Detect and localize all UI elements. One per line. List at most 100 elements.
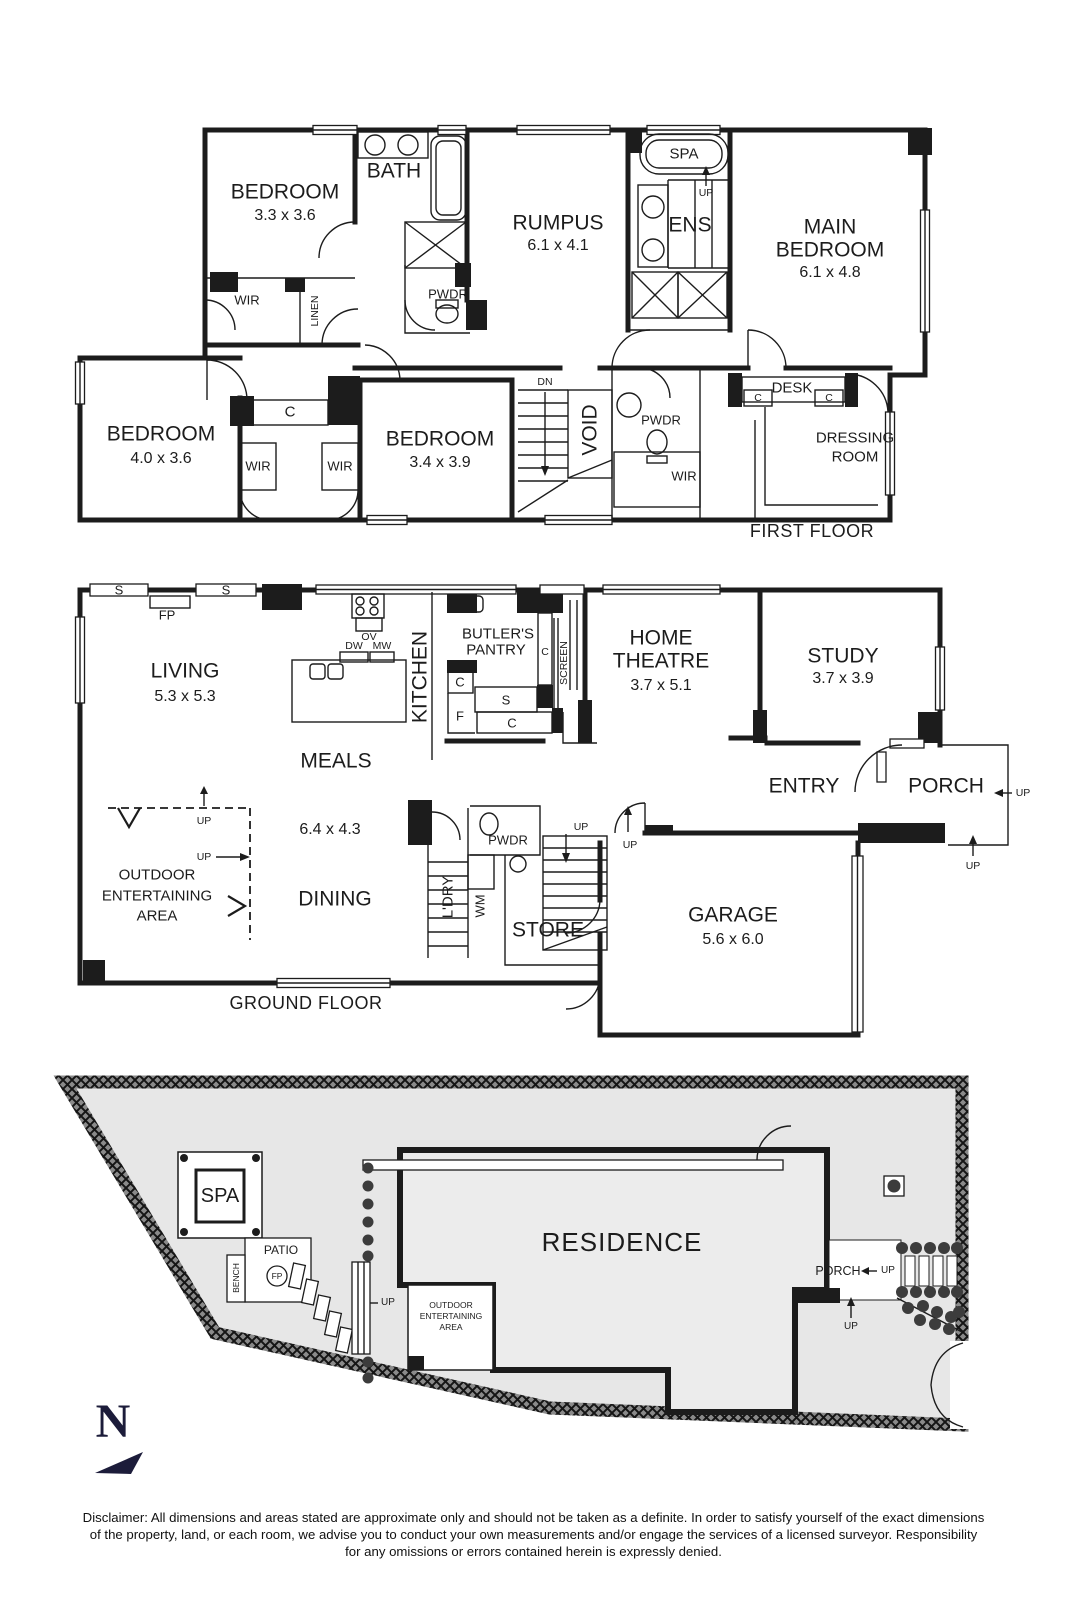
stairs-first-floor xyxy=(517,389,613,513)
gf-s2-label: S xyxy=(221,582,231,598)
gf-kitchen-label: KITCHEN xyxy=(408,630,432,724)
site-spa-label: SPA xyxy=(200,1185,240,1207)
site-bench-label: BENCH xyxy=(230,1263,241,1293)
ensuite-fixtures xyxy=(611,133,730,369)
gf-dw-label: DW xyxy=(345,639,363,652)
ff-main-bedroom-line2: BEDROOM xyxy=(775,238,885,262)
gf-living-label: LIVING xyxy=(150,659,220,683)
porch-outline xyxy=(940,744,1009,846)
site-outdoor-line2: ENTERTAINING xyxy=(419,1310,483,1321)
site-outdoor-area xyxy=(407,1284,494,1371)
gf-butlers-line1: BUTLER'S xyxy=(461,625,535,643)
ff-main-bedroom-line1: MAIN xyxy=(803,215,857,239)
window xyxy=(74,583,946,1033)
ff-wir-a-label: WIR xyxy=(234,292,260,308)
ff-linen-label: LINEN xyxy=(308,295,321,327)
ff-rumpus-dim: 6.1 x 4.1 xyxy=(527,237,589,254)
gf-wm-label: WM xyxy=(472,894,488,918)
north-arrow xyxy=(95,1452,143,1474)
ff-dressing-line1: DRESSING xyxy=(815,429,895,447)
gf-pantry-s-label: S xyxy=(501,692,511,708)
site-residence-label: RESIDENCE xyxy=(541,1227,703,1257)
gf-living-dim: 5.3 x 5.3 xyxy=(154,688,216,705)
gf-butlers-line2: PANTRY xyxy=(466,641,526,659)
site-porch-label: PORCH xyxy=(815,1263,861,1278)
ff-wir-c-label: WIR xyxy=(327,458,353,474)
walkway xyxy=(351,1261,378,1355)
gf-dining-label: DINING xyxy=(298,887,372,911)
gf-study-label: STUDY xyxy=(807,644,879,668)
first-floor-plan xyxy=(74,124,932,526)
wir-closets xyxy=(206,344,401,521)
door-arc xyxy=(854,744,903,793)
disclaimer-line3: for any omissions or errors contained he… xyxy=(345,1544,722,1560)
site-porch-up1-label: UP xyxy=(881,1265,895,1276)
garden-dots xyxy=(362,1162,374,1384)
site-outdoor-line1: OUTDOOR xyxy=(429,1299,473,1310)
gf-dining-dim: 6.4 x 4.3 xyxy=(299,821,361,838)
ff-bath-label: BATH xyxy=(366,159,422,183)
ff-ens-up-label: UP xyxy=(698,186,714,199)
gf-pwdr-label: PWDR xyxy=(488,832,528,848)
stepping-stones xyxy=(287,1262,354,1354)
gate-arcs xyxy=(930,1342,964,1428)
gf-meals-label: MEALS xyxy=(300,749,372,773)
outdoor-boundary xyxy=(108,786,251,940)
gf-study-dim: 3.7 x 3.9 xyxy=(812,670,874,687)
ff-desk-c1-label: C xyxy=(754,391,762,404)
ff-pwdr-a-label: PWDR xyxy=(428,286,468,302)
gf-home-theatre-line2: THEATRE xyxy=(612,649,710,673)
door-arc xyxy=(747,329,787,369)
gf-porch-label: PORCH xyxy=(908,774,984,798)
gf-entry-label: ENTRY xyxy=(768,774,840,798)
disclaimer-line2: of the property, land, or each room, we … xyxy=(89,1527,978,1543)
gf-pantry-f-label: F xyxy=(456,708,464,724)
ground-floor-plan xyxy=(74,583,1012,1038)
gf-outdoor-up2-label: UP xyxy=(196,850,212,863)
site-outdoor-line3: AREA xyxy=(439,1321,463,1332)
gf-pantry-c2-label: C xyxy=(507,715,517,731)
ff-desk-label: DESK xyxy=(771,379,813,397)
ff-pwdr-b-label: PWDR xyxy=(641,412,681,428)
gf-mw-label: MW xyxy=(372,639,392,652)
ff-dn-label: DN xyxy=(537,375,553,388)
disclaimer-line1: Disclaimer: All dimensions and areas sta… xyxy=(82,1510,985,1525)
butlers-pantry xyxy=(444,595,578,744)
ff-dressing-line2: ROOM xyxy=(831,448,879,466)
gf-outdoor-up1-label: UP xyxy=(196,814,212,827)
first-floor-title: FIRST FLOOR xyxy=(749,521,875,541)
gf-porch-up2-label: UP xyxy=(965,859,981,872)
door-arc xyxy=(204,299,236,331)
ff-rumpus-label: RUMPUS xyxy=(512,211,604,235)
gf-outdoor-line2: ENTERTAINING xyxy=(101,887,213,905)
site-patio-label: PATIO xyxy=(263,1243,299,1257)
ff-void-label: VOID xyxy=(578,404,602,456)
gf-ov-label: OV xyxy=(361,630,377,643)
gf-fp-label: FP xyxy=(158,607,176,623)
gf-porch-up1-label: UP xyxy=(1015,786,1031,799)
gf-garage-label: GARAGE xyxy=(688,903,778,927)
ff-wir-b-label: WIR xyxy=(245,458,271,474)
gf-stairs-up1-label: UP xyxy=(573,820,589,833)
gf-pantry-c1-label: C xyxy=(455,674,465,690)
gf-screen-label: SCREEN xyxy=(557,641,570,685)
site-porch-up2-label: UP xyxy=(844,1321,858,1332)
gf-ldry-label: L'DRY xyxy=(439,875,457,919)
gf-home-theatre-dim: 3.7 x 5.1 xyxy=(630,677,692,694)
site-plan xyxy=(53,1075,976,1474)
ff-bedroom2-label: BEDROOM xyxy=(106,422,216,446)
desk-dressing xyxy=(741,373,889,520)
bath-fixtures xyxy=(318,131,467,269)
ff-bedroom2-dim: 4.0 x 3.6 xyxy=(130,450,192,467)
gf-store-label: STORE xyxy=(512,918,584,942)
site-fp-label: FP xyxy=(271,1270,283,1281)
ff-ens-label: ENS xyxy=(668,213,712,237)
powder-room-upper xyxy=(404,265,470,334)
ff-desk-c2-label: C xyxy=(825,391,833,404)
gf-garage-dim: 5.6 x 6.0 xyxy=(702,931,764,948)
window xyxy=(74,124,931,526)
kitchen-fixtures xyxy=(291,592,433,760)
ground-floor-title: GROUND FLOOR xyxy=(229,993,383,1013)
